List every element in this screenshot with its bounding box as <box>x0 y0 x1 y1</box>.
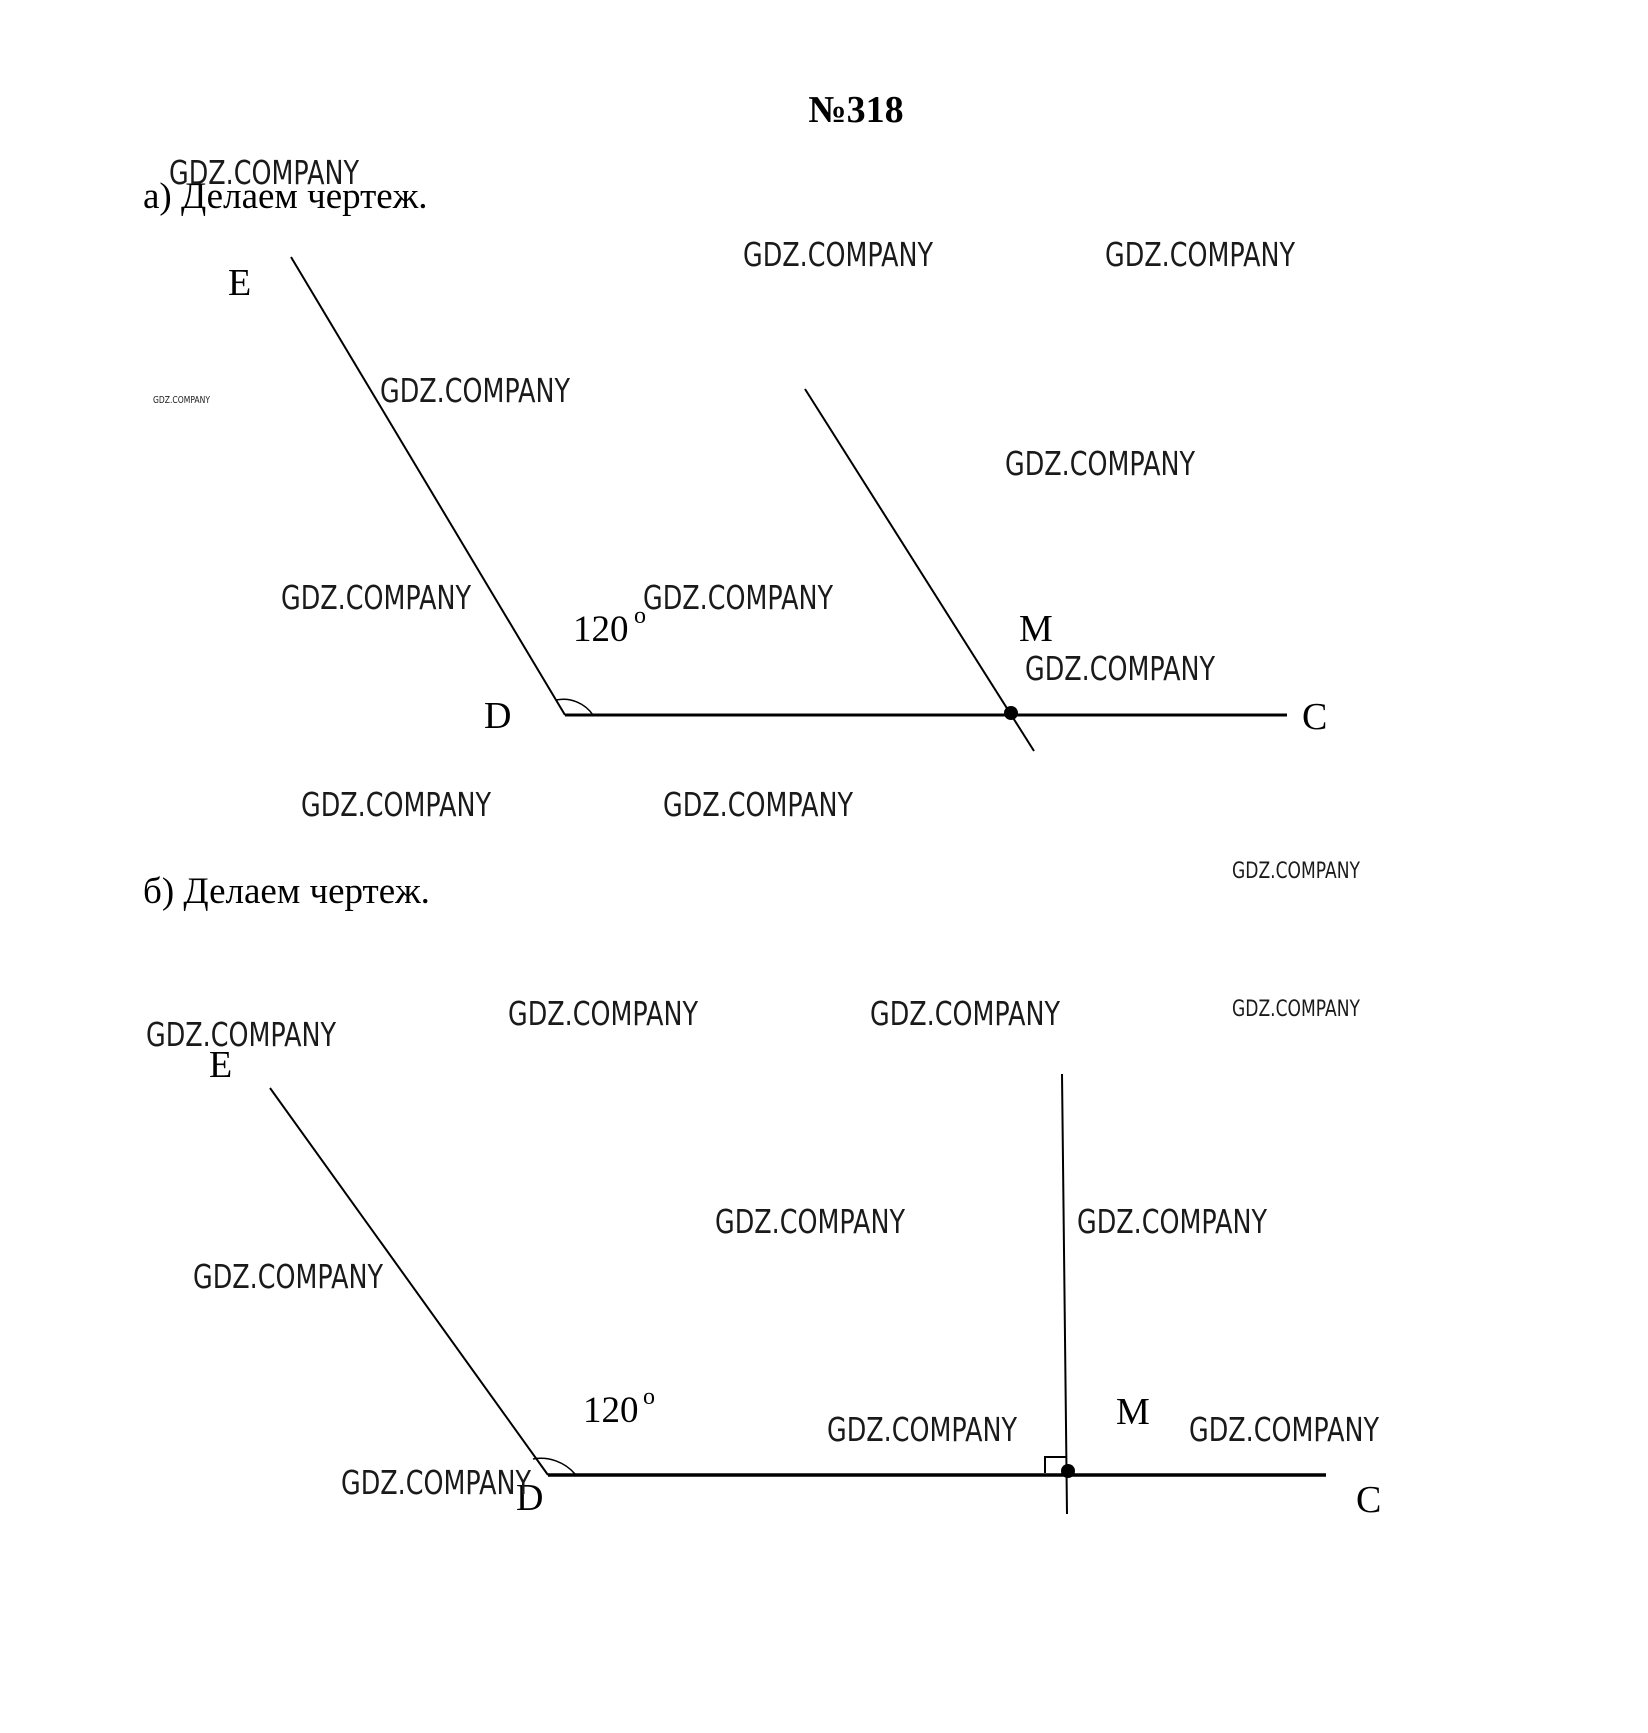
part-a-angle-arc <box>555 698 594 716</box>
watermark: GDZ.COMPANY <box>1105 235 1296 274</box>
watermark: GDZ.COMPANY <box>1005 444 1196 483</box>
part-b-right-angle-mark <box>1044 1456 1066 1473</box>
part-b-label-D: D <box>516 1477 543 1519</box>
watermark: GDZ.COMPANY <box>169 153 360 192</box>
part-b-caption: б) Делаем чертеж. <box>143 871 430 912</box>
problem-number: №318 <box>808 89 903 131</box>
part-a-label-D: D <box>484 695 511 737</box>
watermark: GDZ.COMPANY <box>663 785 854 824</box>
watermark: GDZ.COMPANY <box>153 395 211 406</box>
part-b-label-C: C <box>1356 1479 1381 1521</box>
watermarks: GDZ.COMPANY GDZ.COMPANY GDZ.COMPANY GDZ.… <box>146 153 1380 1502</box>
part-a-label-M: M <box>1019 608 1053 650</box>
part-a-angle-label: 120 <box>573 609 629 650</box>
watermark: GDZ.COMPANY <box>341 1463 532 1502</box>
watermark: GDZ.COMPANY <box>827 1410 1018 1449</box>
part-a-label-C: C <box>1302 696 1327 738</box>
watermark: GDZ.COMPANY <box>1232 859 1360 884</box>
part-b-label-E: E <box>209 1044 232 1086</box>
watermark: GDZ.COMPANY <box>1189 1410 1380 1449</box>
watermark: GDZ.COMPANY <box>1232 997 1360 1022</box>
watermark: GDZ.COMPANY <box>643 578 834 617</box>
part-b-ray-DE <box>269 1087 549 1476</box>
watermark: GDZ.COMPANY <box>870 994 1061 1033</box>
part-b-angle-label: 120 <box>583 1390 639 1431</box>
watermark: GDZ.COMPANY <box>1025 649 1216 688</box>
part-a-point-M <box>1004 706 1018 720</box>
watermark: GDZ.COMPANY <box>193 1257 384 1296</box>
part-a-diagram <box>290 256 1287 752</box>
part-a-caption: а) Делаем чертеж. <box>143 176 428 217</box>
part-b-diagram <box>269 1073 1326 1515</box>
watermark: GDZ.COMPANY <box>508 994 699 1033</box>
part-b-angle-degree: o <box>643 1384 655 1410</box>
part-b-label-M: M <box>1116 1391 1150 1433</box>
watermark: GDZ.COMPANY <box>715 1202 906 1241</box>
watermark: GDZ.COMPANY <box>146 1015 337 1054</box>
part-b-point-M <box>1061 1464 1075 1478</box>
watermark: GDZ.COMPANY <box>281 578 472 617</box>
watermark: GDZ.COMPANY <box>743 235 934 274</box>
watermark: GDZ.COMPANY <box>1077 1202 1268 1241</box>
part-b-angle-arc <box>532 1457 576 1475</box>
part-a-label-E: E <box>228 262 251 304</box>
part-a-line-through-M <box>804 388 1035 752</box>
watermark: GDZ.COMPANY <box>301 785 492 824</box>
part-b-perpendicular-through-M <box>1061 1073 1068 1515</box>
watermark: GDZ.COMPANY <box>380 371 571 410</box>
part-a-angle-degree: o <box>634 603 646 629</box>
part-a-ray-DE <box>290 256 566 716</box>
